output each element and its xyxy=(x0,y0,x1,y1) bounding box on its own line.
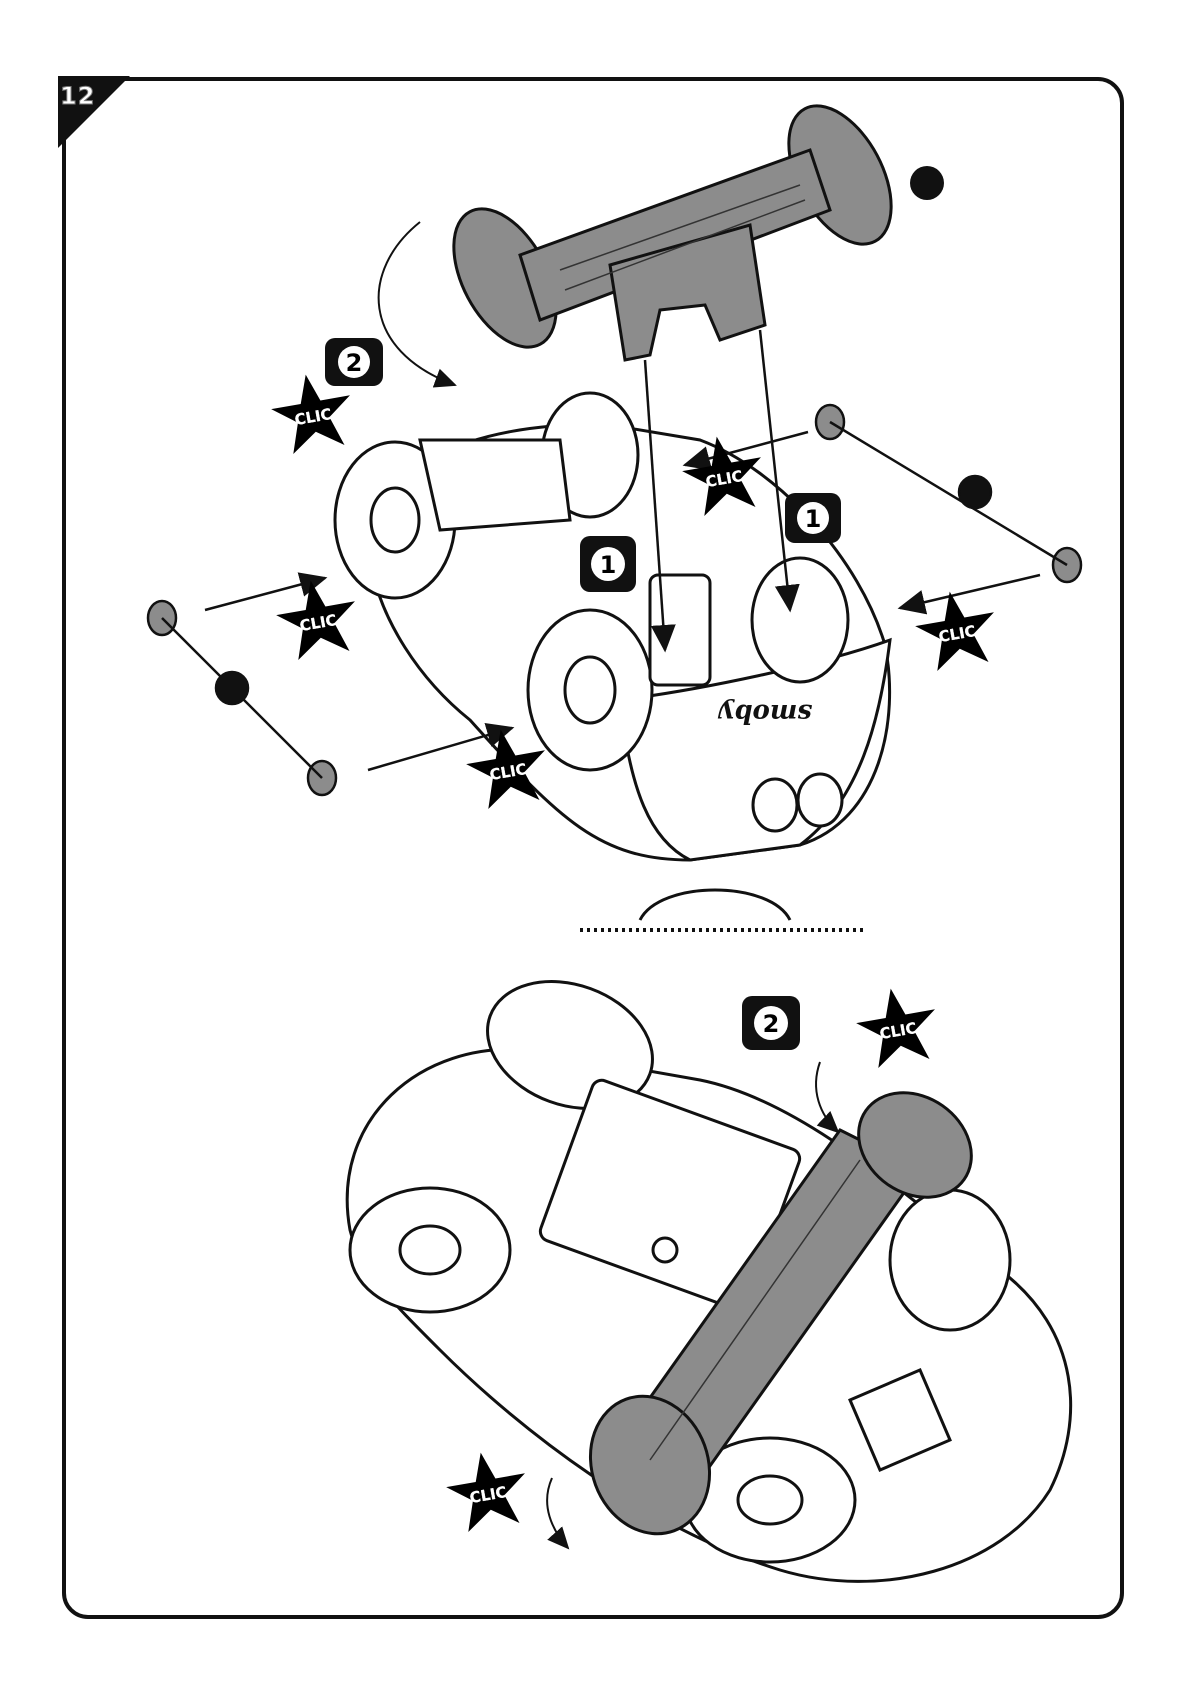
dot-marker-icon xyxy=(959,476,991,508)
light-right xyxy=(798,774,842,826)
clic-star-icon: CLIC xyxy=(851,982,943,1071)
arrow-icon xyxy=(379,222,455,385)
svg-text:2: 2 xyxy=(346,349,363,377)
light-left xyxy=(753,779,797,831)
dot-marker-icon xyxy=(216,672,248,704)
clic-star-icon: CLIC xyxy=(441,1446,533,1535)
brand-logo: smoby xyxy=(717,698,813,728)
step-badge-icon: 2 xyxy=(742,996,800,1050)
step-badge-icon: 1 xyxy=(785,493,841,543)
arrow-icon xyxy=(900,575,1040,608)
clic-star-icon: CLIC xyxy=(910,585,1002,674)
rear-axle-part xyxy=(433,89,913,364)
step-badge-icon: 2 xyxy=(325,338,383,386)
svg-text:1: 1 xyxy=(805,505,822,533)
car-body-top xyxy=(335,393,890,920)
svg-text:2: 2 xyxy=(763,1010,780,1038)
svg-text:1: 1 xyxy=(600,551,617,579)
arrow-icon xyxy=(547,1478,568,1548)
arrow-icon xyxy=(816,1062,838,1132)
clic-star-icon: CLIC xyxy=(271,574,363,663)
step-badge-icon: 1 xyxy=(580,536,636,592)
dot-marker-icon xyxy=(910,166,944,200)
